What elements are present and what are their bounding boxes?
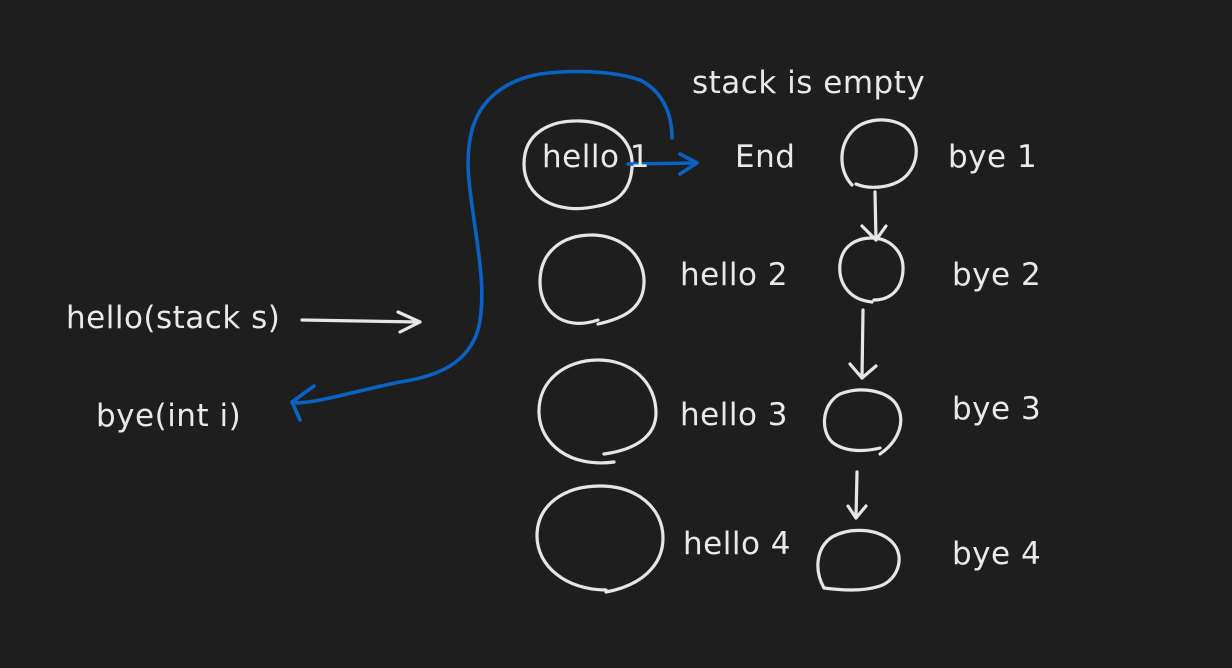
blue-arrow-end xyxy=(626,161,698,166)
bye-4-label: bye 4 xyxy=(952,536,1042,572)
stack-is-empty-label: stack is empty xyxy=(692,65,926,101)
hello-1-label: hello 1 xyxy=(542,139,650,175)
arrow-bye1-bye2 xyxy=(873,190,878,242)
hello-3-label: hello 3 xyxy=(680,397,788,433)
arrow-hello-stack-head xyxy=(396,310,422,334)
bye-4-circle xyxy=(816,528,901,592)
arrow-hello-stack xyxy=(300,318,422,324)
blue-arrow-head-left xyxy=(290,384,316,422)
hello-4-circle xyxy=(535,484,665,594)
bye-1-circle xyxy=(840,118,918,189)
bye-1-label: bye 1 xyxy=(948,139,1038,175)
arrow-bye2-bye3-head xyxy=(848,362,878,380)
arrow-bye3-bye4 xyxy=(854,470,859,520)
hello-1-circle xyxy=(522,119,634,211)
bye-2-circle xyxy=(838,236,905,304)
bye-2-label: bye 2 xyxy=(952,257,1042,293)
hello-3-circle xyxy=(537,358,658,465)
arrow-bye2-bye3 xyxy=(860,308,865,380)
arrow-bye1-bye2-head xyxy=(860,224,888,242)
hello-2-circle xyxy=(538,233,646,326)
blue-arrow-end-head xyxy=(678,152,699,176)
hello-stack-label: hello(stack s) xyxy=(66,300,281,336)
hello-4-label: hello 4 xyxy=(683,526,791,562)
hello-2-label: hello 2 xyxy=(680,257,788,293)
end-label: End xyxy=(735,139,796,175)
bye-3-label: bye 3 xyxy=(952,391,1042,427)
arrow-bye3-bye4-head xyxy=(846,504,868,520)
bye-int-label: bye(int i) xyxy=(96,398,242,434)
bye-3-circle xyxy=(822,388,903,456)
blue-return-curve xyxy=(292,69,674,405)
